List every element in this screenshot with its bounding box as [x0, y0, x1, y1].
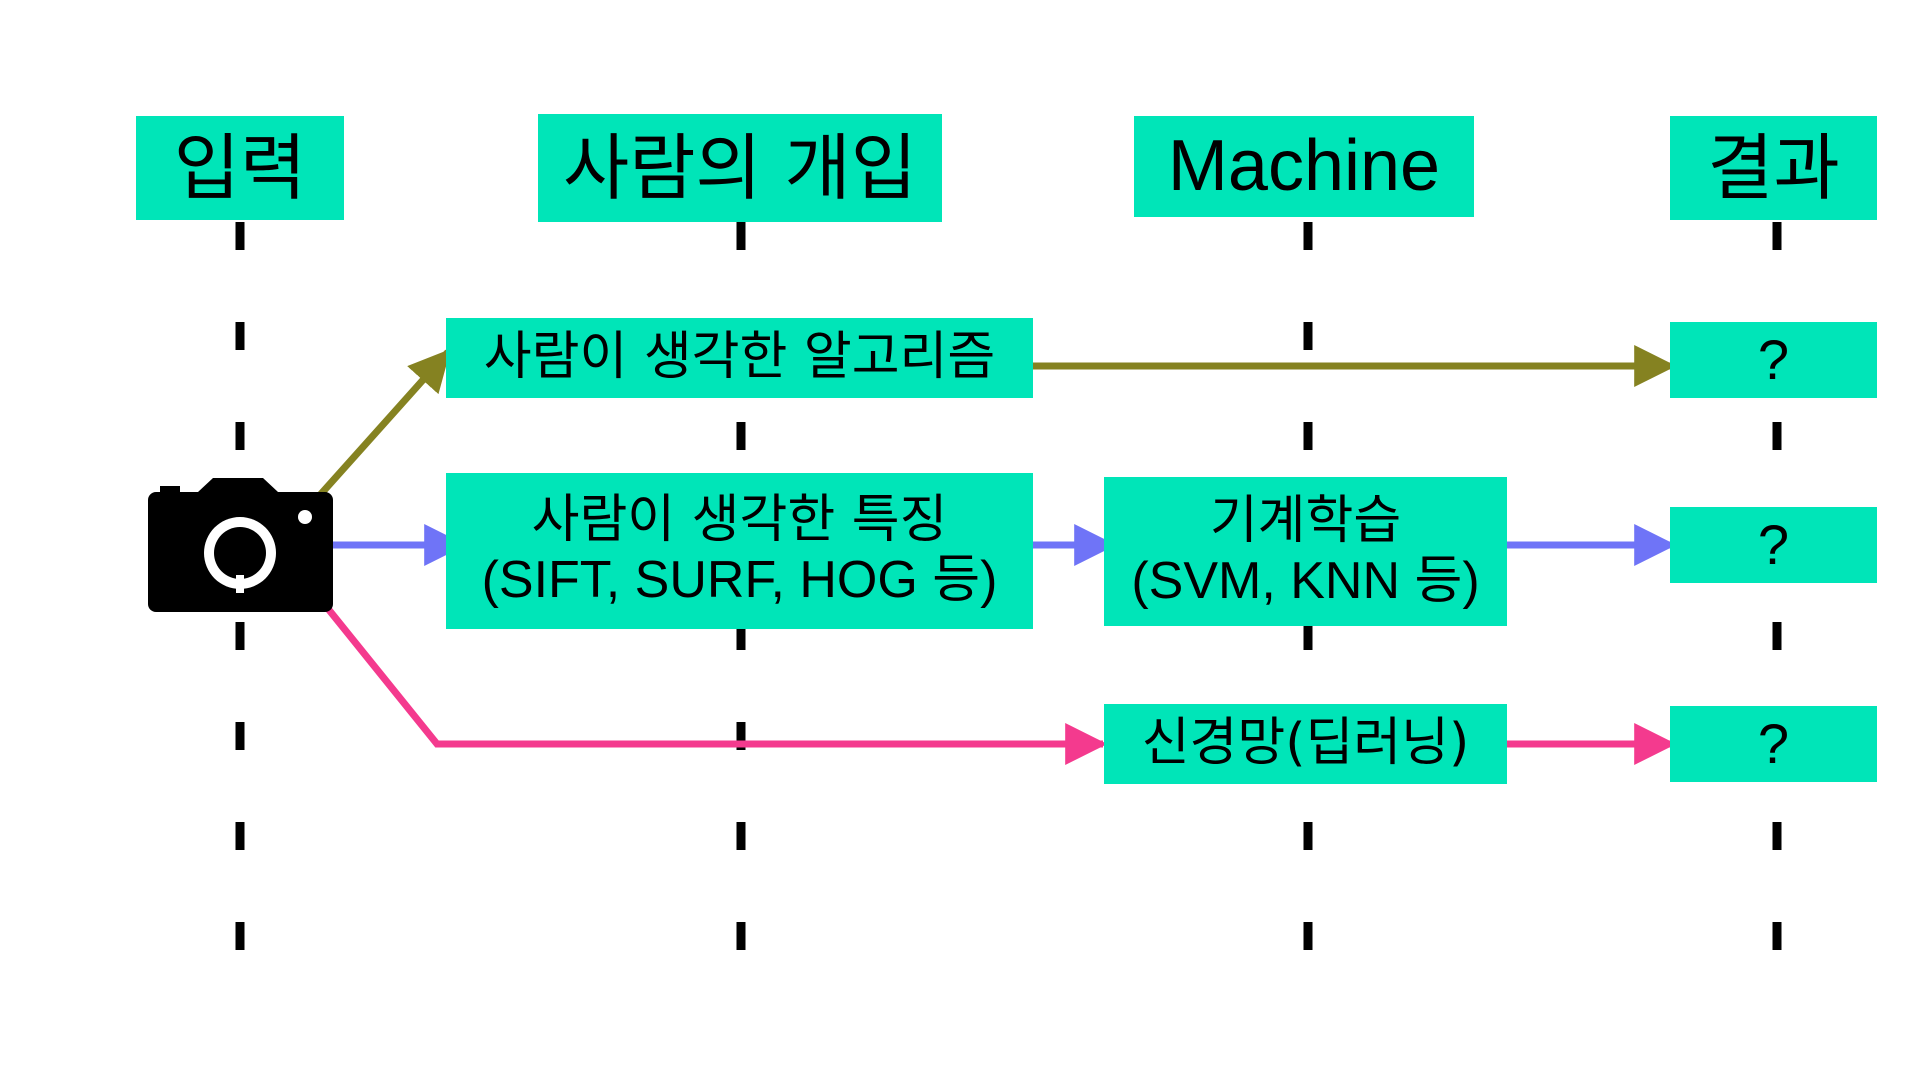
column-header-input: 입력 [136, 116, 344, 220]
result-box-algorithm: ? [1670, 322, 1877, 398]
human-features-examples: (SIFT, SURF, HOG 등) [481, 551, 998, 609]
human-algorithm-box: 사람이 생각한 알고리즘 [446, 318, 1033, 398]
result-box-deep: ? [1670, 706, 1877, 782]
arrow-camera-to-algorithm [317, 348, 451, 498]
machine-learning-examples: (SVM, KNN 등) [1131, 551, 1480, 610]
deep-learning-box: 신경망(딥러닝) [1104, 704, 1507, 784]
column-header-result: 결과 [1670, 116, 1877, 220]
column-header-machine: Machine [1134, 116, 1474, 217]
human-algorithm-label: 사람이 생각한 알고리즘 [483, 327, 996, 388]
machine-learning-box: 기계학습 (SVM, KNN 등) [1104, 477, 1507, 626]
deep-learning-label: 신경망(딥러닝) [1141, 713, 1470, 774]
human-features-box: 사람이 생각한 특징 (SIFT, SURF, HOG 등) [446, 473, 1033, 629]
human-features-label: 사람이 생각한 특징 [531, 490, 948, 551]
result-box-features: ? [1670, 507, 1877, 583]
machine-learning-label: 기계학습 [1209, 490, 1402, 551]
arrow-camera-to-deep [322, 602, 1108, 765]
column-header-human-intervention: 사람의 개입 [538, 114, 942, 222]
camera-icon [148, 478, 333, 612]
